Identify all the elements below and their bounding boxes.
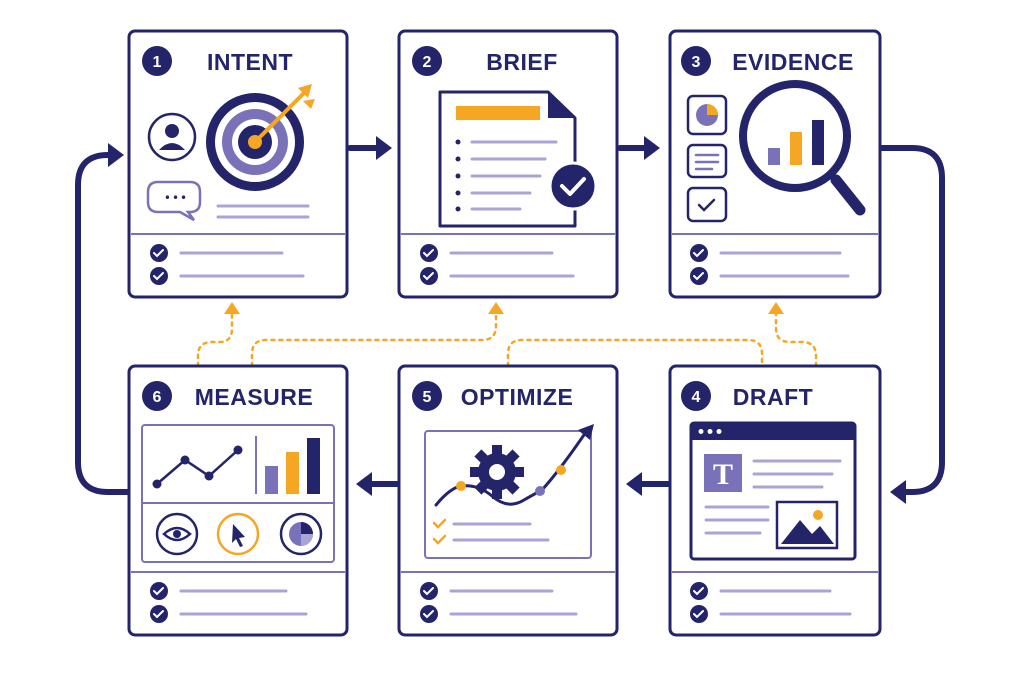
browser-window-icon: T	[689, 421, 857, 561]
feedback-loops	[196, 308, 818, 368]
chat-dots: •••	[164, 191, 188, 205]
document-icon	[438, 90, 577, 228]
arrowhead-intent-to-brief	[376, 136, 392, 160]
checklist	[150, 244, 305, 285]
optimize-checklist	[432, 518, 550, 545]
check-badge-icon	[548, 161, 598, 211]
arrowhead-measure-to-intent	[108, 143, 124, 167]
feedback-arrowhead-brief	[488, 302, 504, 314]
intent-text-lines	[216, 204, 310, 219]
step-badge	[142, 46, 172, 76]
bar-chart-icon	[265, 438, 320, 494]
step-number: 6	[153, 389, 162, 406]
arrowhead-draft-to-optimize	[626, 472, 642, 496]
checklist	[150, 582, 308, 623]
step-number: 2	[423, 54, 432, 71]
trend-curve-icon	[434, 424, 594, 507]
pie-chart-icon	[279, 512, 323, 556]
feedback-measure-to-brief	[250, 308, 498, 368]
text-tile-icon	[686, 143, 728, 179]
flow-arrows	[75, 136, 945, 504]
feedback-measure-to-intent	[196, 308, 234, 368]
step-badge	[412, 381, 442, 411]
feedback-arrowheads	[224, 302, 784, 314]
step-number: 5	[423, 389, 432, 406]
gear-icon	[470, 445, 524, 499]
step-number: 1	[153, 54, 162, 71]
step-badge	[681, 46, 711, 76]
step-card-brief: 2 BRIEF	[397, 29, 619, 299]
checklist	[420, 244, 575, 285]
arrowhead-brief-to-evidence	[644, 136, 660, 160]
step-badge	[412, 46, 442, 76]
step-title: BRIEF	[486, 49, 558, 75]
magnifier-icon	[739, 80, 866, 216]
pie-tile-icon	[686, 94, 728, 136]
arrow-measure-to-intent	[75, 152, 131, 495]
step-title: MEASURE	[195, 384, 314, 410]
target-icon	[206, 84, 315, 191]
step-title: OPTIMIZE	[461, 384, 574, 410]
user-icon	[147, 112, 197, 162]
line-chart-icon	[152, 445, 243, 489]
eye-icon	[155, 512, 199, 556]
step-title: EVIDENCE	[732, 49, 854, 75]
step-card-draft: 4 DRAFT T	[668, 364, 882, 637]
feedback-arrowhead-evidence	[768, 302, 784, 314]
step-badge	[142, 381, 172, 411]
text-format-icon	[704, 454, 742, 492]
step-title: INTENT	[207, 49, 293, 75]
image-placeholder-icon	[775, 500, 839, 550]
step-card-measure: 6 MEASURE	[127, 364, 349, 637]
step-card-evidence: 3 EVIDENCE	[668, 29, 882, 299]
checklist	[690, 582, 852, 623]
step-card-intent: 1 INTENT •••	[127, 29, 349, 299]
checklist	[420, 582, 578, 623]
optimize-panel	[424, 430, 592, 559]
step-number: 3	[692, 54, 701, 71]
checklist	[690, 244, 850, 285]
step-card-optimize: 5 OPTIMIZE	[397, 364, 619, 637]
feedback-optimize-to-evidence	[506, 338, 764, 368]
arrowhead-evidence-to-draft	[890, 480, 906, 504]
step-number: 4	[692, 389, 701, 406]
feedback-draft-to-evidence	[774, 308, 818, 368]
step-title: DRAFT	[733, 384, 813, 410]
text-format-glyph: T	[713, 458, 733, 491]
feedback-arrowhead-intent	[224, 302, 240, 314]
arrow-evidence-to-draft	[879, 145, 945, 495]
cursor-icon	[216, 512, 260, 556]
chat-bubble-icon: •••	[146, 180, 202, 222]
check-tile-icon	[686, 186, 728, 223]
step-badge	[681, 381, 711, 411]
arrowhead-optimize-to-measure	[356, 472, 372, 496]
